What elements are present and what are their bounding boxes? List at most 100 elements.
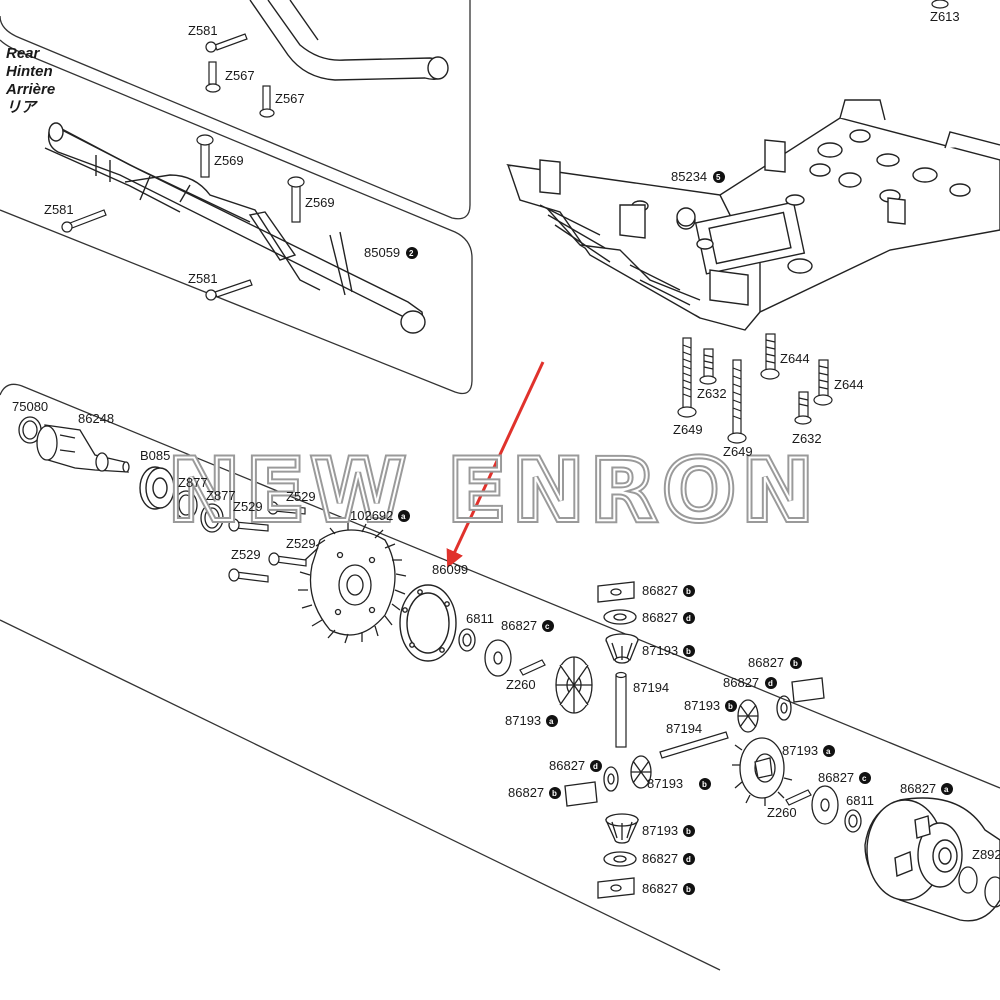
washer-86827c-a xyxy=(484,639,512,677)
skid-plate xyxy=(506,99,1000,331)
side-gear-87193a-a xyxy=(555,656,593,714)
svg-text:5: 5 xyxy=(716,173,721,182)
label-86827a: 86827 xyxy=(900,781,936,796)
shim-86827d-3 xyxy=(603,766,619,792)
label-z569-a: Z569 xyxy=(214,153,244,168)
pinion-87193b-1 xyxy=(605,633,639,664)
svg-text:b: b xyxy=(552,789,557,798)
screw-z644-b xyxy=(813,359,833,406)
badge-87193b-1: b xyxy=(683,645,695,657)
badge-87193a-a: a xyxy=(546,715,558,727)
svg-text:a: a xyxy=(944,785,949,794)
badge-86827b-1: b xyxy=(683,585,695,597)
pin-z567-b xyxy=(259,85,275,118)
screw-z581-b xyxy=(61,209,107,233)
screw-z632-b xyxy=(794,391,812,425)
badge-86827d-2: d xyxy=(765,677,777,689)
gasket-86099 xyxy=(399,584,457,662)
screw-z649-b xyxy=(727,359,747,444)
label-86099: 86099 xyxy=(432,562,468,577)
badge-86827c-a: c xyxy=(542,620,554,632)
rear-heading-en: Rear xyxy=(6,45,41,62)
bearing-6811-a xyxy=(458,628,476,652)
svg-text:b: b xyxy=(686,885,691,894)
diff-case-86827a xyxy=(864,797,1000,922)
outdrive-86248 xyxy=(36,424,130,473)
label-86827b-3: 86827 xyxy=(508,785,544,800)
pin-z569-a xyxy=(196,134,214,178)
watermark-text-inner: NEW ENRON xyxy=(168,441,820,541)
label-86827d-1: 86827 xyxy=(642,610,678,625)
label-86827c-a: 86827 xyxy=(501,618,537,633)
svg-text:d: d xyxy=(768,679,773,688)
label-87194-b: 87194 xyxy=(666,721,702,736)
shim-86827b-4 xyxy=(597,877,635,899)
lower-suspension-arm xyxy=(44,122,426,334)
badge-86827d-1: d xyxy=(683,612,695,624)
upper-suspension-arm xyxy=(249,0,449,81)
rear-arm-panel xyxy=(0,0,473,395)
label-z644-b: Z644 xyxy=(834,377,864,392)
pin-z260-a xyxy=(519,659,546,676)
svg-text:2: 2 xyxy=(409,249,414,258)
label-z877-a: Z877 xyxy=(178,475,208,490)
label-86248: 86248 xyxy=(78,411,114,426)
svg-text:b: b xyxy=(793,659,798,668)
svg-text:c: c xyxy=(862,774,867,783)
watermark-text: NEW ENRON xyxy=(168,441,820,541)
svg-text:a: a xyxy=(826,747,831,756)
rear-heading-fr: Arrière xyxy=(5,81,55,98)
label-102692: 102692 xyxy=(350,508,393,523)
badge-86827b-3: b xyxy=(549,787,561,799)
badge-102692: a xyxy=(398,510,410,522)
badge-87193a-b: a xyxy=(823,745,835,757)
pinion-87193b-3 xyxy=(630,755,652,789)
o-ring-z892 xyxy=(958,866,1000,908)
bearing-b085 xyxy=(139,466,175,510)
rear-heading-jp: リア xyxy=(6,99,38,116)
label-z632-a: Z632 xyxy=(697,386,727,401)
ring-gear-102692 xyxy=(298,522,407,644)
shim-86827b-3 xyxy=(564,781,598,807)
svg-text:b: b xyxy=(702,780,707,789)
washer-86827c-b xyxy=(811,785,839,825)
diff-panel xyxy=(0,383,1000,971)
label-6811-b: 6811 xyxy=(846,793,874,808)
label-85059: 85059 xyxy=(364,245,400,260)
badge-86827d-4: d xyxy=(683,853,695,865)
svg-text:d: d xyxy=(686,855,691,864)
label-86827d-2: 86827 xyxy=(723,675,759,690)
svg-text:a: a xyxy=(549,717,554,726)
badge-85234: 5 xyxy=(713,171,725,183)
label-z581-c: Z581 xyxy=(188,271,218,286)
screw-z529-set xyxy=(228,501,307,583)
screw-z613 xyxy=(931,0,949,9)
label-z644-a: Z644 xyxy=(780,351,810,366)
label-z613: Z613 xyxy=(930,9,960,24)
cross-pin-87194-a xyxy=(615,671,627,748)
label-87193b-3: 87193 xyxy=(647,776,683,791)
label-75080: 75080 xyxy=(12,399,48,414)
shim-86827d-2 xyxy=(776,695,792,721)
label-87193b-1: 87193 xyxy=(642,643,678,658)
label-86827d-4: 86827 xyxy=(642,851,678,866)
label-86827b-4: 86827 xyxy=(642,881,678,896)
label-86827c-b: 86827 xyxy=(818,770,854,785)
label-z581-a: Z581 xyxy=(188,23,218,38)
badge-86827d-3: d xyxy=(590,760,602,772)
label-86827b-1: 86827 xyxy=(642,583,678,598)
svg-text:b: b xyxy=(728,702,733,711)
pin-z569-b xyxy=(287,176,305,223)
svg-text:a: a xyxy=(401,512,406,521)
svg-text:d: d xyxy=(593,762,598,771)
rear-heading-de: Hinten xyxy=(6,63,53,80)
label-86827d-3: 86827 xyxy=(549,758,585,773)
label-z649-b: Z649 xyxy=(723,444,753,459)
label-b085: B085 xyxy=(140,448,170,463)
badge-86827b-2: b xyxy=(790,657,802,669)
label-z877-b: Z877 xyxy=(206,488,236,503)
badge-87193b-4: b xyxy=(683,825,695,837)
label-z567-b: Z567 xyxy=(275,91,305,106)
svg-text:b: b xyxy=(686,647,691,656)
